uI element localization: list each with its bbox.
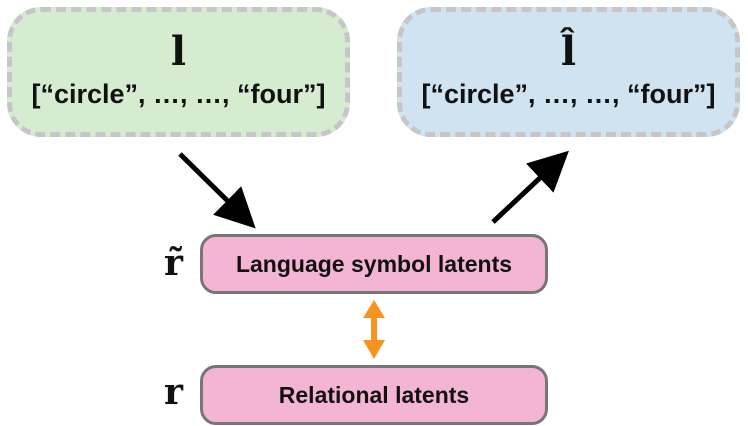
- relational-latents-label: Relational latents: [278, 381, 470, 408]
- language-latent-symbol: r̃: [164, 242, 183, 284]
- relational-latents-node: Relational latents: [200, 365, 548, 425]
- language-symbol-latents-node: Language symbol latents: [200, 234, 548, 294]
- input-token-list: [“circle”, …, …, “four”]: [31, 79, 326, 109]
- input-symbol: l: [170, 28, 187, 75]
- input-language-box: l [“circle”, …, …, “four”]: [7, 7, 350, 137]
- decode-arrow: [491, 150, 569, 224]
- output-language-box: l̂ [“circle”, …, …, “four”]: [397, 7, 740, 137]
- output-token-list: [“circle”, …, …, “four”]: [421, 79, 716, 109]
- bidirectional-link-arrow: [363, 300, 385, 359]
- language-symbol-latents-label: Language symbol latents: [235, 250, 513, 277]
- encode-arrow: [178, 152, 256, 229]
- output-symbol: l̂: [560, 28, 577, 75]
- relational-latent-symbol: r: [164, 371, 183, 413]
